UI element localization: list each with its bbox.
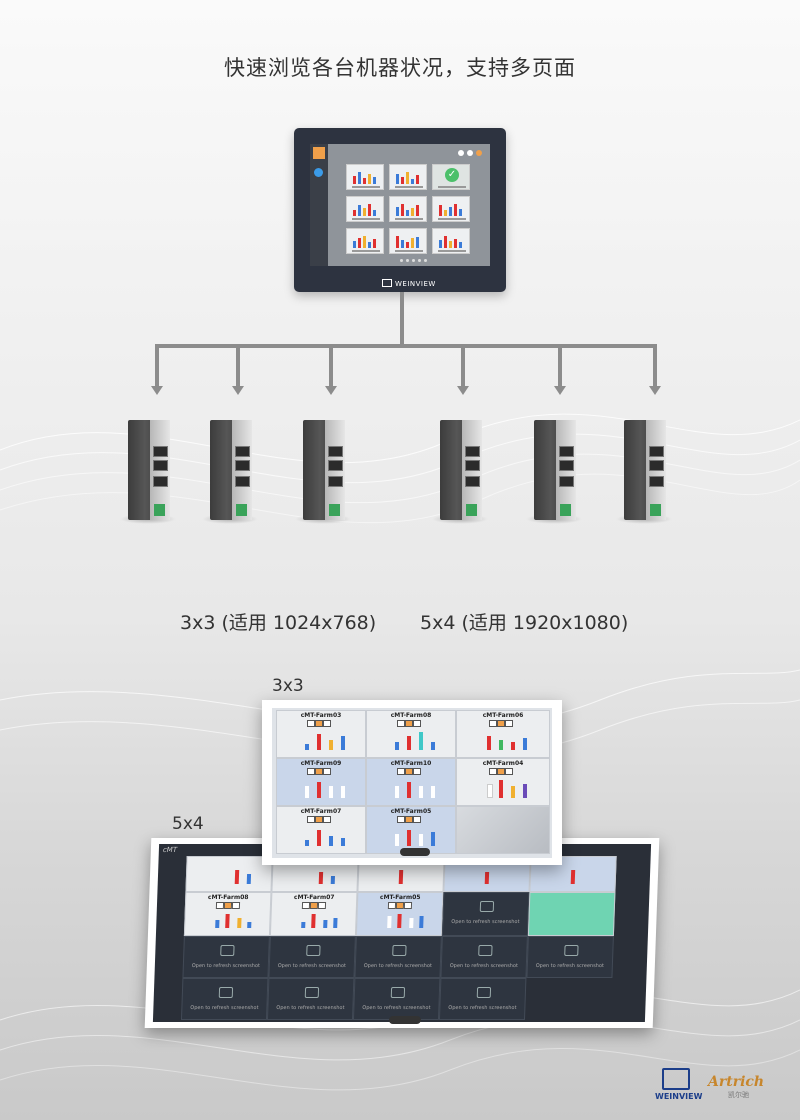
screen-5x4: cMT cMT-Farm08 cMT-Farm07 cMT-Farm05 Ope…	[152, 844, 652, 1024]
machine-cell[interactable]: cMT-Farm08	[366, 710, 456, 758]
hmi-screen: ✓	[310, 144, 490, 266]
arrow-down-icon	[325, 386, 337, 395]
panel-5x4: cMT cMT-Farm08 cMT-Farm07 cMT-Farm05 Ope…	[144, 838, 660, 1028]
machine-thumbnail	[389, 196, 427, 222]
screenshot-placeholder[interactable]: Open to refresh screenshot	[354, 936, 442, 978]
machine-cell[interactable]: cMT-Farm05	[366, 806, 456, 854]
empty-cell	[456, 806, 550, 854]
machine-cell[interactable]: cMT-Farm09	[276, 758, 366, 806]
machine-thumbnail	[432, 228, 470, 254]
camera-icon	[476, 987, 492, 998]
page-indicator[interactable]	[400, 848, 430, 856]
connector-trunk	[400, 292, 404, 348]
caption-3x3: 3x3 (适用 1024x768)	[180, 612, 377, 634]
machine-cell[interactable]: cMT-Farm03	[276, 710, 366, 758]
page-headline: 快速浏览各台机器状况，支持多页面	[224, 56, 576, 80]
gateway-device	[616, 414, 672, 524]
screenshot-placeholder[interactable]: Open to refresh screenshot	[182, 936, 270, 978]
hmi-panel: ✓ WEINVIEW	[294, 128, 506, 292]
arrow-down-icon	[457, 386, 469, 395]
panel-3x3: cMT-Farm03 cMT-Farm08 cMT-Farm06 cMT-Far…	[262, 700, 562, 865]
camera-icon	[564, 945, 579, 956]
gateway-device	[432, 414, 488, 524]
machine-thumbnail	[346, 164, 384, 190]
machine-thumbnail	[389, 164, 427, 190]
hmi-page-dots	[400, 259, 427, 262]
page-indicator[interactable]	[388, 1016, 422, 1024]
connector-drop	[558, 346, 562, 386]
camera-icon	[306, 945, 321, 956]
connector-bus	[155, 344, 657, 348]
camera-icon	[218, 987, 234, 998]
machine-cell[interactable]: cMT-Farm06	[456, 710, 550, 758]
gateway-device	[526, 414, 582, 524]
machine-cell[interactable]: cMT-Farm07	[276, 806, 366, 854]
connector-drop	[461, 346, 465, 386]
screenshot-placeholder[interactable]: Open to refresh screenshot	[268, 936, 356, 978]
machine-thumbnail	[432, 196, 470, 222]
weinview-logo: WEINVIEW	[655, 1068, 702, 1101]
home-icon	[313, 147, 325, 159]
gateway-device	[120, 414, 176, 524]
screenshot-placeholder[interactable]: Open to refresh screenshot	[441, 892, 530, 936]
arrow-down-icon	[554, 386, 566, 395]
status-icon	[314, 168, 323, 177]
machine-cell[interactable]: cMT-Farm07	[269, 892, 358, 936]
hmi-thumbnail-grid: ✓	[346, 164, 470, 254]
weinview-logo-icon	[662, 1068, 690, 1090]
check-icon: ✓	[445, 168, 459, 182]
camera-icon	[304, 987, 320, 998]
machine-thumbnail-ok: ✓	[432, 164, 470, 190]
camera-icon	[220, 945, 235, 956]
connector-drop	[236, 346, 240, 386]
screenshot-placeholder[interactable]: Open to refresh screenshot	[440, 936, 528, 978]
machine-cell[interactable]: cMT-Farm08	[183, 892, 272, 936]
camera-icon	[478, 945, 493, 956]
machine-thumbnail	[389, 228, 427, 254]
machine-cell[interactable]	[185, 856, 273, 892]
screenshot-placeholder[interactable]: Open to refresh screenshot	[352, 978, 441, 1020]
tag-3x3: 3x3	[272, 676, 304, 696]
camera-icon	[392, 945, 407, 956]
screenshot-placeholder[interactable]: Open to refresh screenshot	[438, 978, 527, 1020]
connector-drop	[329, 346, 333, 386]
hmi-sidebar	[310, 144, 328, 266]
machine-cell[interactable]	[527, 892, 616, 936]
arrow-down-icon	[649, 386, 661, 395]
machine-thumbnail	[346, 196, 384, 222]
screen-3x3: cMT-Farm03 cMT-Farm08 cMT-Farm06 cMT-Far…	[272, 708, 552, 858]
machine-cell[interactable]: cMT-Farm10	[366, 758, 456, 806]
app-label: cMT	[162, 846, 178, 854]
camera-icon	[479, 901, 495, 912]
machine-cell[interactable]: cMT-Farm04	[456, 758, 550, 806]
screenshot-placeholder[interactable]: Open to refresh screenshot	[266, 978, 355, 1020]
hmi-brand-label: WEINVIEW	[382, 279, 436, 288]
tag-5x4: 5x4	[172, 814, 204, 834]
gateway-device	[295, 414, 351, 524]
caption-5x4: 5x4 (适用 1920x1080)	[420, 612, 629, 634]
machine-thumbnail	[346, 228, 384, 254]
hmi-top-controls	[458, 150, 482, 156]
arrow-down-icon	[151, 386, 163, 395]
connector-drop	[653, 346, 657, 386]
screenshot-placeholder[interactable]: Open to refresh screenshot	[526, 936, 614, 978]
arrow-down-icon	[232, 386, 244, 395]
camera-icon	[390, 987, 406, 998]
connector-drop	[155, 346, 159, 386]
machine-cell[interactable]: cMT-Farm05	[355, 892, 444, 936]
gateway-device	[202, 414, 258, 524]
screenshot-placeholder[interactable]: Open to refresh screenshot	[180, 978, 269, 1020]
